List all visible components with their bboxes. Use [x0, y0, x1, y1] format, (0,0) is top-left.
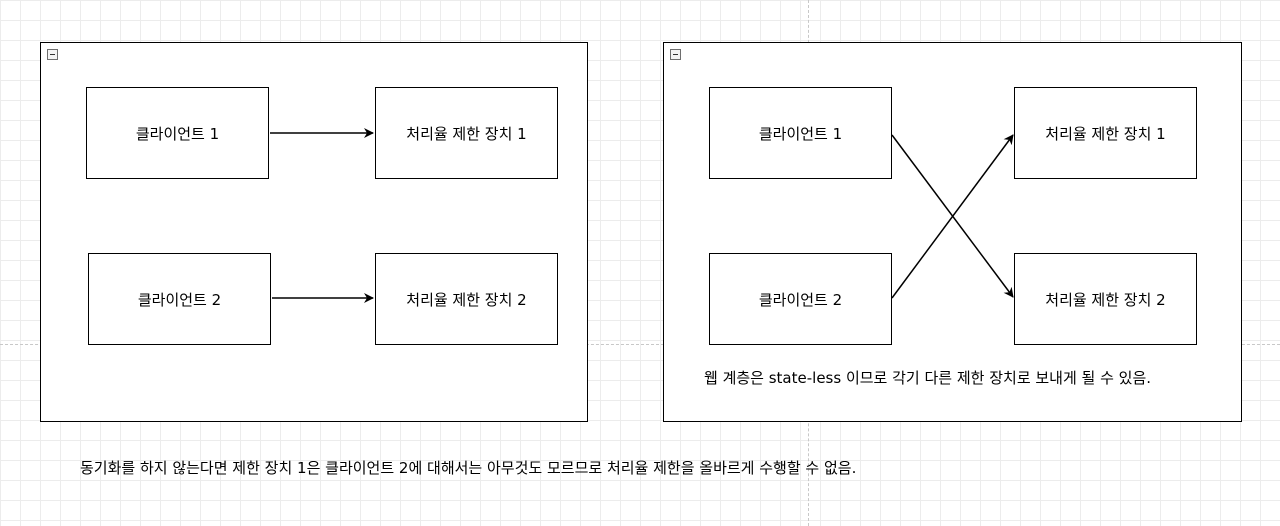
node-label: 처리율 제한 장치 1 — [1045, 124, 1166, 143]
left-client-1-node[interactable]: 클라이언트 1 — [86, 87, 269, 179]
right-limiter-1-node[interactable]: 처리율 제한 장치 1 — [1014, 87, 1197, 179]
arrow-right-client2-to-limiter1[interactable] — [891, 134, 1014, 299]
node-label: 클라이언트 1 — [758, 124, 843, 143]
collapse-minus-icon[interactable] — [670, 49, 681, 60]
node-label: 클라이언트 2 — [137, 290, 222, 309]
bottom-caption[interactable]: 동기화를 하지 않는다면 제한 장치 1은 클라이언트 2에 대해서는 아무것도… — [80, 459, 857, 477]
right-limiter-2-node[interactable]: 처리율 제한 장치 2 — [1014, 253, 1197, 345]
right-client-2-node[interactable]: 클라이언트 2 — [709, 253, 892, 345]
node-label: 처리율 제한 장치 1 — [406, 124, 527, 143]
left-limiter-1-node[interactable]: 처리율 제한 장치 1 — [375, 87, 558, 179]
node-label: 처리율 제한 장치 2 — [406, 290, 527, 309]
left-limiter-2-node[interactable]: 처리율 제한 장치 2 — [375, 253, 558, 345]
node-label: 처리율 제한 장치 2 — [1045, 290, 1166, 309]
right-panel-note[interactable]: 웹 계층은 state-less 이므로 각기 다른 제한 장치로 보내게 될 … — [704, 369, 1152, 387]
node-label: 클라이언트 1 — [135, 124, 220, 143]
left-client-2-node[interactable]: 클라이언트 2 — [88, 253, 271, 345]
horizontal-guide-line — [0, 344, 1280, 345]
right-client-1-node[interactable]: 클라이언트 1 — [709, 87, 892, 179]
node-label: 클라이언트 2 — [758, 290, 843, 309]
collapse-minus-icon[interactable] — [47, 49, 58, 60]
